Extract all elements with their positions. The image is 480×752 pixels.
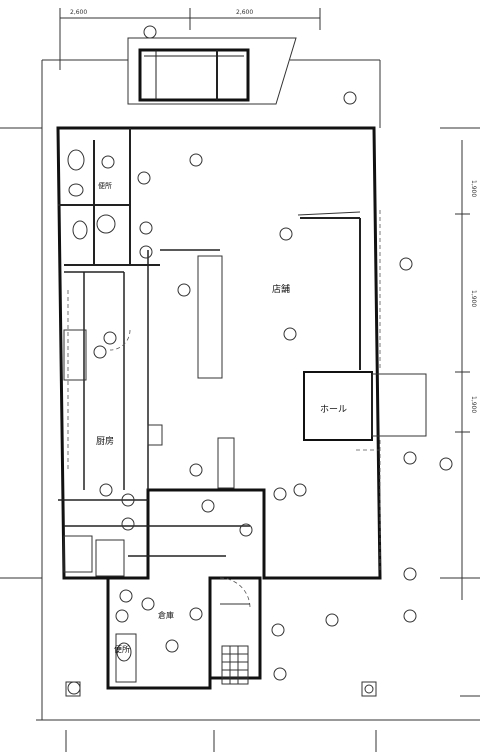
room-label-main: 店舗 bbox=[272, 283, 290, 295]
top-dimension: 2,600 2,600 bbox=[59, 8, 321, 70]
dim-right-3: 1,900 bbox=[470, 396, 477, 413]
interior-walls bbox=[58, 128, 361, 577]
dim-right-2: 1,900 bbox=[470, 290, 477, 307]
stairs bbox=[221, 645, 249, 685]
room-label-kitchen: 厨房 bbox=[96, 435, 114, 447]
fixtures bbox=[65, 149, 377, 697]
room-label-storage: 倉庫 bbox=[158, 610, 174, 620]
hall-box: ホール bbox=[303, 371, 427, 441]
site-boundary bbox=[0, 59, 480, 721]
hatching bbox=[67, 210, 381, 572]
door-swings bbox=[109, 329, 251, 609]
dim-right-1: 1,900 bbox=[470, 180, 477, 197]
top-window bbox=[127, 25, 297, 105]
arrow-line bbox=[297, 211, 361, 216]
right-dimension: 1,900 1,900 1,900 bbox=[455, 140, 477, 600]
room-labels: 店舗 厨房 便所 倉庫 便所 bbox=[96, 181, 290, 654]
room-label-toilet-upper: 便所 bbox=[98, 181, 112, 190]
building-walls bbox=[56, 126, 382, 690]
light-fixture-symbols bbox=[93, 91, 453, 681]
room-label-toilet-lower: 便所 bbox=[114, 644, 130, 654]
dim-top-left: 2,600 bbox=[70, 9, 87, 16]
dim-top-right: 2,600 bbox=[236, 9, 253, 16]
room-label-hall: ホール bbox=[320, 404, 347, 415]
bottom-ticks bbox=[65, 730, 377, 752]
